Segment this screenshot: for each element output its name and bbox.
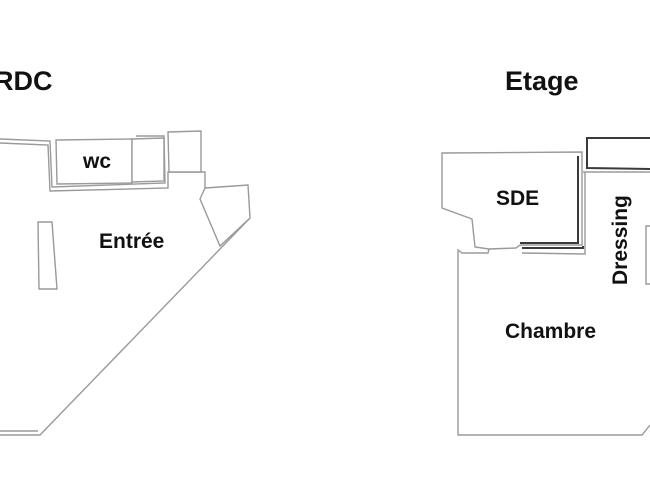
dressing-label: Dressing xyxy=(609,195,632,285)
wc-label: wc xyxy=(82,150,111,173)
rdc-outer-wall xyxy=(0,135,251,436)
wc-room: wc xyxy=(55,137,165,185)
rdc-partition xyxy=(37,221,58,290)
rdc-title: RDC xyxy=(0,66,53,96)
chambre-room: Chambre xyxy=(457,248,650,436)
entree-label: Entrée xyxy=(99,230,164,253)
sde-label: SDE xyxy=(496,187,539,210)
etage-plan: Etage SDE Dressing Chambre xyxy=(441,66,650,436)
etage-title: Etage xyxy=(505,66,579,96)
rdc-plan: RDC wc Entrée xyxy=(0,66,251,436)
dressing-room: Dressing xyxy=(521,137,650,285)
rdc-duct xyxy=(167,130,202,173)
rdc-pillar xyxy=(199,184,251,248)
sde-room: SDE xyxy=(441,151,583,250)
chambre-label: Chambre xyxy=(505,320,596,343)
